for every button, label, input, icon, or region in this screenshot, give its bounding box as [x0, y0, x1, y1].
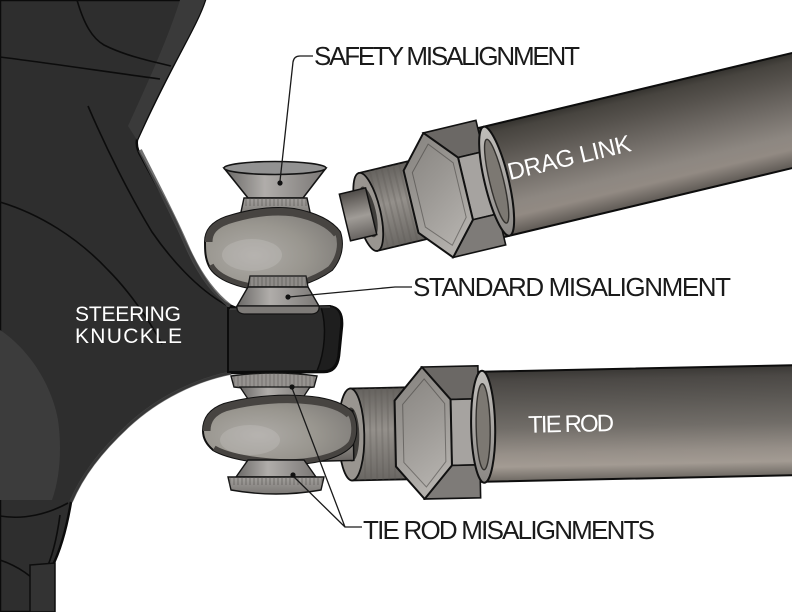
- leader-lines: [279, 55, 412, 528]
- steering-knuckle-body: [0, 0, 344, 612]
- drag-link-stud-neck: [338, 186, 378, 242]
- knuckle-edge-highlight: [138, 149, 232, 308]
- standard-misalignment-label: STANDARD MISALIGNMENT: [413, 272, 731, 302]
- tie-rod-dot-lower: [290, 472, 296, 478]
- knuckle-foot: [29, 562, 56, 612]
- steering-knuckle-label-line2: KNUCKLE: [75, 325, 182, 348]
- tie-rod-nut-chamfer: [402, 378, 447, 488]
- drag-link-nut-endface: [402, 131, 474, 259]
- drag-link-jam-nut: [402, 119, 507, 259]
- drag-link-washer: [478, 125, 516, 237]
- tie-rod-rod: [460, 364, 792, 484]
- tie-rod-washer: [470, 369, 497, 484]
- drag-link-nut-chamfer: [411, 143, 467, 247]
- drag-link-assembly: DRAG LINK: [338, 46, 792, 259]
- knuckle-arm-endface: [315, 305, 342, 372]
- knuckle-underside-highlight: [69, 371, 232, 503]
- tie-rod-label: TIE ROD: [528, 410, 617, 439]
- standard-leader: [288, 286, 412, 298]
- tie-rod-jam-nut: [393, 365, 482, 500]
- standard-misalignment-spacer: [235, 275, 321, 315]
- safety-leader: [279, 55, 313, 182]
- standard-dot: [285, 294, 291, 300]
- safety-misalignment-label: SAFETY MISALIGNMENT: [314, 41, 580, 71]
- knuckle-top-facet: [128, 0, 205, 140]
- tie-rod-leader: [291, 387, 362, 528]
- tie-rod-housing-seams: [203, 395, 357, 465]
- knuckle-leg-facet: [0, 330, 60, 500]
- tie-rod-nut-endface: [393, 366, 453, 500]
- drag-link-ball-joint: [203, 160, 343, 315]
- leader-dots: [277, 180, 296, 478]
- tie-rod-lower-spacer: [227, 459, 325, 495]
- steering-knuckle-label-line1: STEERING: [75, 303, 181, 326]
- safety-dot: [277, 180, 283, 186]
- tie-rod-ball-joint: [201, 372, 358, 495]
- tie-rod-misalignments-label: TIE ROD MISALIGNMENTS: [363, 515, 655, 545]
- tie-rod-dot-upper: [289, 384, 295, 390]
- knuckle-edge-lines: [0, 0, 227, 591]
